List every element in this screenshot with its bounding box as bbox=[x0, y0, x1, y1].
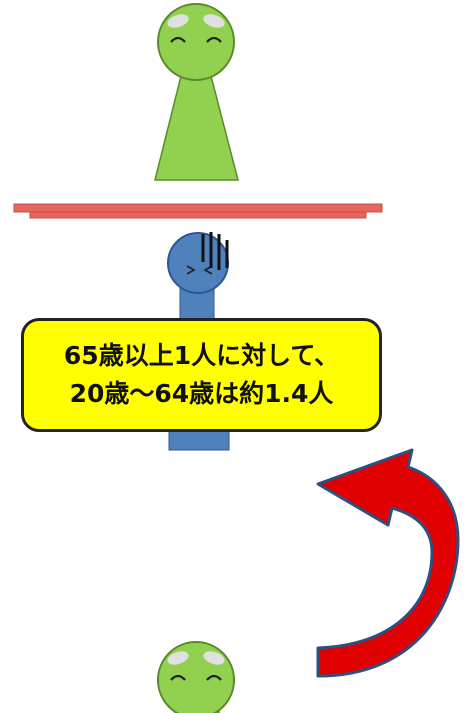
curved-arrow-icon bbox=[316, 448, 460, 678]
elder-head-top bbox=[157, 3, 235, 81]
ratio-callout: 65歳以上1人に対して、 20歳～64歳は約1.4人 bbox=[21, 318, 382, 432]
elder-eyebrow-left-bottom bbox=[167, 651, 189, 665]
callout-line-1: 65歳以上1人に対して、 bbox=[63, 341, 340, 370]
elder-eye-left-bottom bbox=[170, 674, 186, 681]
plank-top bbox=[13, 203, 383, 213]
strain-lines-icon bbox=[201, 232, 229, 270]
plank bbox=[13, 203, 383, 219]
arrow-shape bbox=[316, 448, 460, 678]
elder-eye-right-bottom bbox=[206, 674, 222, 681]
elder-eyebrow-right bbox=[203, 14, 225, 28]
worker-figure bbox=[167, 232, 230, 451]
elder-figure-top bbox=[154, 3, 239, 181]
elder-body-top bbox=[154, 75, 239, 181]
worker-eye-left bbox=[186, 265, 196, 275]
elder-eyebrow-left bbox=[167, 14, 189, 28]
elder-eye-right bbox=[206, 36, 222, 43]
elder-head-bottom bbox=[157, 641, 235, 713]
callout-line-2: 20歳～64歳は約1.4人 bbox=[69, 379, 334, 408]
elder-figure-bottom bbox=[157, 641, 235, 713]
plank-bottom bbox=[29, 211, 367, 219]
elder-eyebrow-right-bottom bbox=[203, 651, 225, 665]
elder-eye-left bbox=[170, 36, 186, 43]
